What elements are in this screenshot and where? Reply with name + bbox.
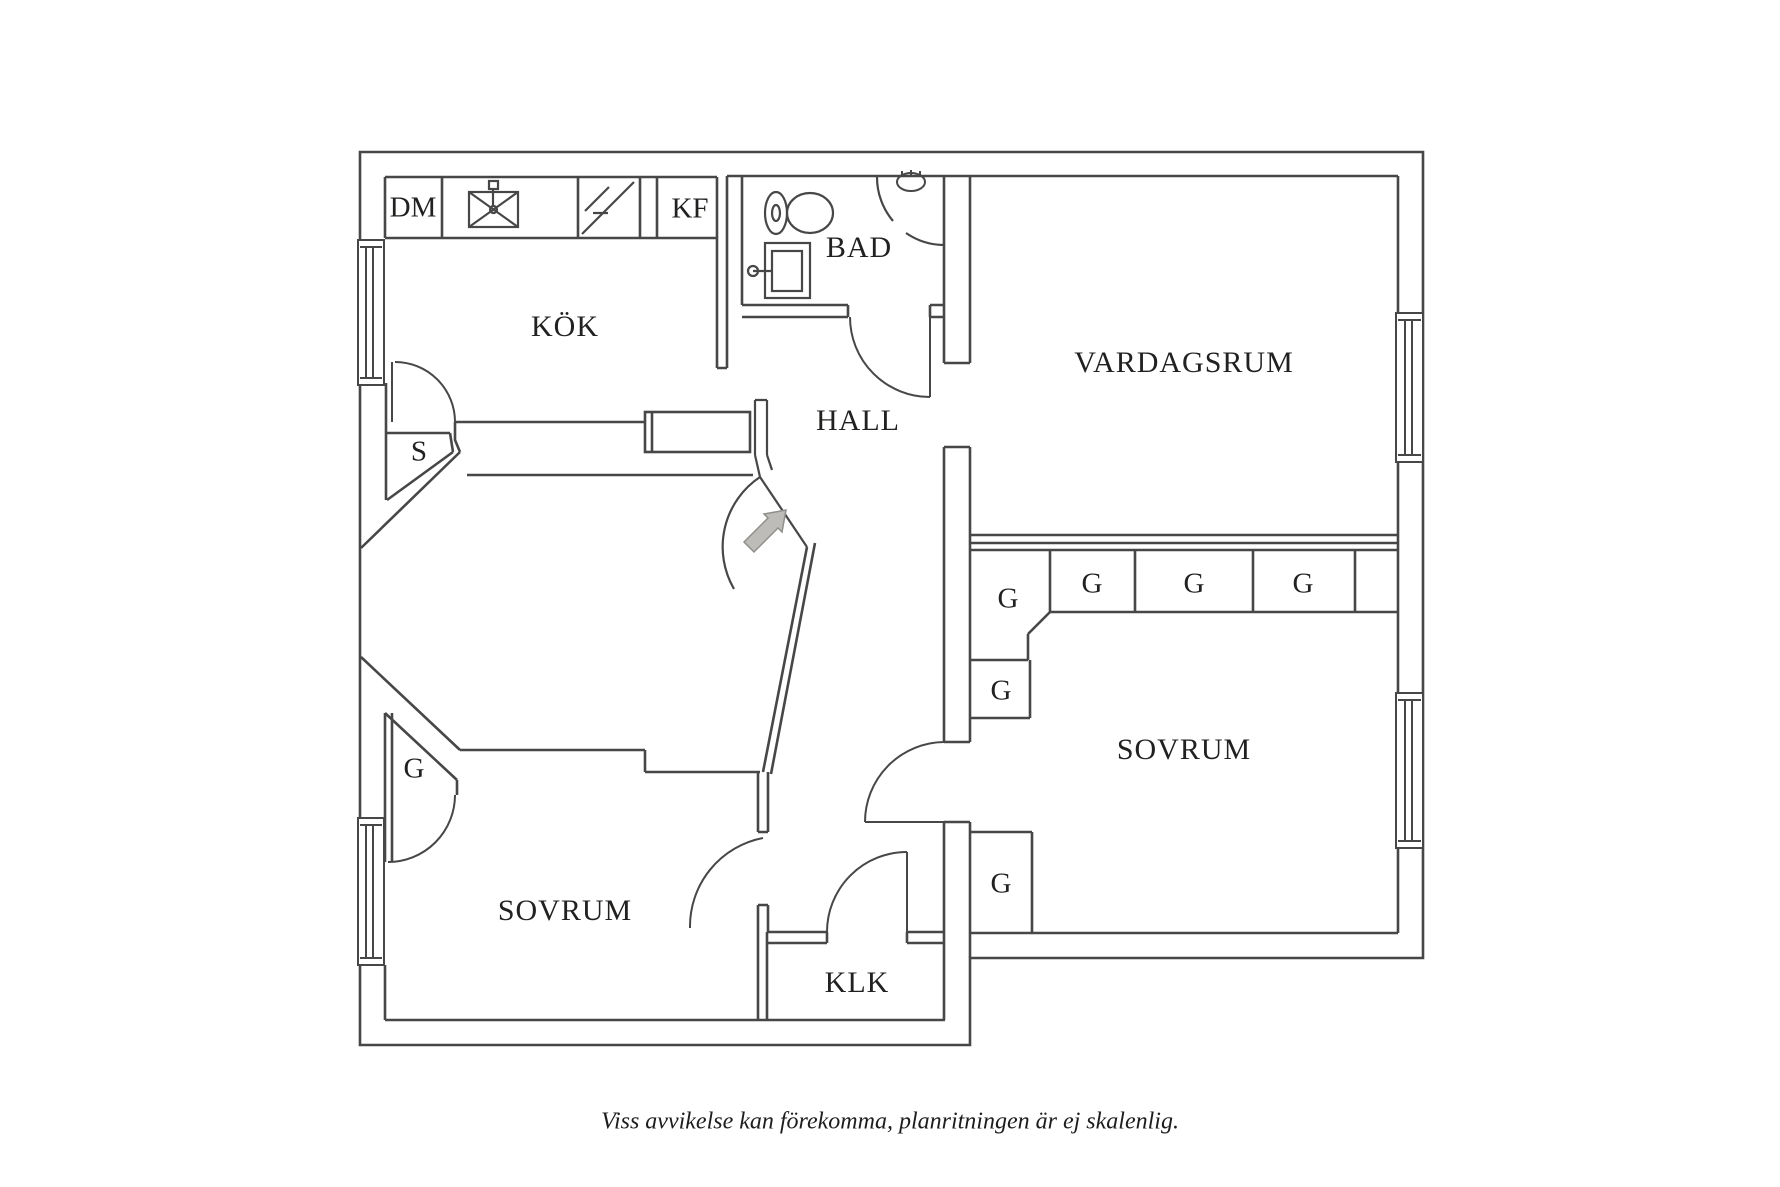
window-kitchen-icon <box>357 239 385 386</box>
entrance-arrow-icon <box>742 509 787 554</box>
kitchen-sink-icon <box>467 179 520 229</box>
bathroom-sink-icon <box>746 241 812 300</box>
wardrobe-label: G <box>1292 567 1314 600</box>
klk-door-arc-icon <box>826 851 908 933</box>
corridor-walls <box>360 542 817 1020</box>
kitchen-counter <box>383 175 717 240</box>
pantry-label: S <box>410 435 428 468</box>
shower-screen-arc-icon <box>875 176 946 247</box>
wardrobe-label: G <box>990 674 1012 707</box>
hall-livingroom-wall <box>942 176 972 1020</box>
hall-bench <box>643 410 752 454</box>
wardrobe-label: G <box>403 752 425 785</box>
klk-walls <box>767 930 944 945</box>
room-label-kitchen: KÖK <box>531 310 599 343</box>
bedroom-left-door-arc-icon <box>688 837 764 929</box>
wardrobe-label: G <box>1081 567 1103 600</box>
room-label-hall: HALL <box>816 404 900 437</box>
room-label-bedroom-left: SOVRUM <box>497 894 633 927</box>
toilet-icon <box>763 190 835 236</box>
fridge-freezer-label: KF <box>671 192 709 225</box>
bathroom-door-arc-icon <box>849 316 931 398</box>
dishwasher-label: DM <box>389 191 437 224</box>
room-label-living-room: VARDAGSRUM <box>1074 346 1294 379</box>
washbasin-icon <box>896 170 926 192</box>
wardrobe-label: G <box>990 867 1012 900</box>
bedroom-right-door-arc-icon <box>864 741 945 823</box>
bathroom-walls <box>740 176 944 319</box>
window-bedroom-left-icon <box>357 817 385 966</box>
stove-icon <box>581 181 635 235</box>
room-label-bedroom-right: SOVRUM <box>1116 733 1252 766</box>
room-label-bathroom: BAD <box>825 231 893 264</box>
interior-walls-kitchen <box>360 176 753 549</box>
pantry-door-arc-icon <box>391 361 456 423</box>
disclaimer-text: Viss avvikelse kan förekomma, planritnin… <box>601 1108 1179 1135</box>
room-label-closet: KLK <box>824 966 890 999</box>
window-bedroom-right-icon <box>1395 692 1424 849</box>
wardrobe-left-door-arc-icon <box>387 794 456 863</box>
window-livingroom-icon <box>1395 312 1424 463</box>
wardrobe-label: G <box>997 582 1019 615</box>
wardrobe-label: G <box>1183 567 1205 600</box>
wardrobe-row <box>970 533 1398 933</box>
